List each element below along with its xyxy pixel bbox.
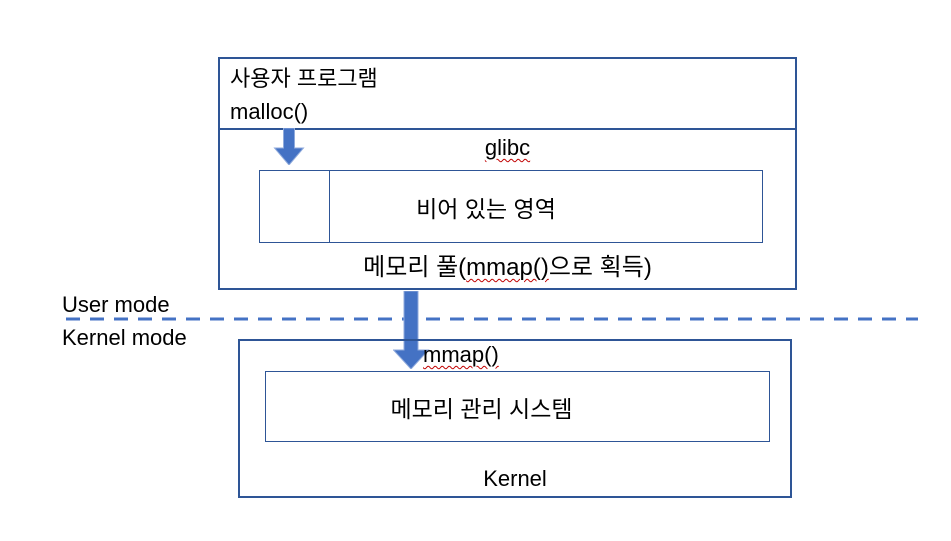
down-arrow-icon	[273, 128, 305, 165]
down-arrow-icon	[393, 291, 430, 369]
kernel-box: mmap() 메모리 관리 시스템 Kernel	[238, 339, 792, 498]
user-program-header: 사용자 프로그램 malloc()	[230, 62, 378, 128]
pool-caption-suffix: 으로 획득)	[548, 254, 652, 281]
user-mode-label: User mode	[62, 292, 170, 317]
user-box-divider-line	[220, 128, 795, 130]
free-area-label: 비어 있는 영역	[416, 195, 556, 222]
glibc-row: glibc	[220, 135, 795, 161]
mmap-syscall-label: mmap()	[423, 342, 499, 368]
kernel-mode-label: Kernel mode	[62, 325, 187, 350]
memory-management-box: 메모리 관리 시스템	[265, 371, 770, 442]
memory-pool-box: 비어 있는 영역	[259, 170, 763, 243]
user-program-box: 사용자 프로그램 malloc() glibc 비어 있는 영역 메모리 풀(m…	[218, 57, 797, 290]
pool-caption-prefix: 메모리 풀(	[363, 254, 467, 281]
pool-cell-divider	[329, 171, 330, 242]
kernel-label: Kernel	[483, 466, 547, 491]
memory-management-label: 메모리 관리 시스템	[390, 395, 573, 422]
glibc-label: glibc	[484, 135, 531, 160]
mode-dashed-divider	[66, 317, 918, 321]
malloc-label: malloc()	[230, 99, 309, 124]
pool-caption: 메모리 풀(mmap()으로 획득)	[220, 247, 795, 282]
mmap-syscall-text: mmap()	[423, 342, 499, 367]
pool-caption-mmap: mmap()	[466, 254, 549, 281]
user-program-title: 사용자 프로그램	[230, 66, 378, 91]
